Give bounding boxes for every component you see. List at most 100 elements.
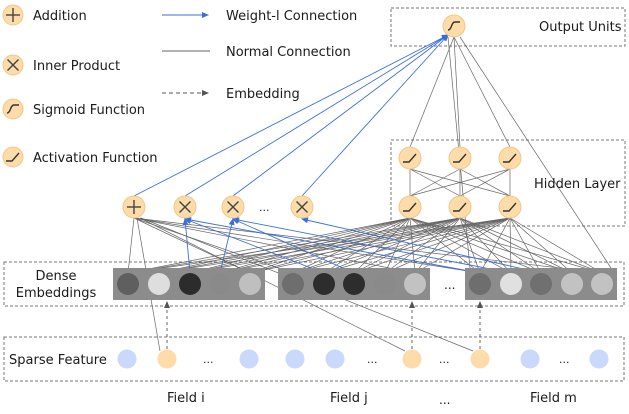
output-node	[442, 14, 466, 38]
sparse-node-active	[470, 349, 490, 369]
dense-to-product-line	[184, 217, 481, 274]
product-to-output-line	[232, 34, 449, 197]
sparse-ellipsis: ...	[439, 353, 450, 366]
legend: Addition Inner Product Sigmoid Function …	[2, 4, 357, 168]
dense-circle	[500, 273, 522, 295]
dense-to-hidden-line	[219, 217, 461, 274]
legend-sigmoid-icon	[2, 98, 24, 120]
hidden-layer-line	[409, 168, 511, 197]
dense-to-product-line	[184, 218, 325, 274]
dense-circle	[343, 273, 365, 295]
sparse-node-inactive	[117, 349, 137, 369]
legend-addition-label: Addition	[33, 9, 87, 24]
legend-addition-icon	[2, 4, 24, 26]
dense-to-hidden-line	[353, 217, 411, 274]
connection-lines	[127, 34, 612, 352]
sparse-feature-panel	[3, 336, 625, 382]
sparse-node-inactive	[589, 349, 609, 369]
dense-to-hidden-line	[409, 217, 481, 274]
dense-circle	[313, 273, 335, 295]
dense-to-hidden-line	[459, 217, 542, 274]
sparse-to-addition-line	[139, 217, 406, 352]
sparse-node-inactive	[285, 349, 305, 369]
hidden-node	[498, 146, 522, 170]
legend-embedding-label: Embedding	[226, 87, 300, 102]
sparse-node-inactive	[325, 349, 345, 369]
sparse-ellipsis: ...	[559, 353, 570, 366]
dense-to-addition-line	[133, 217, 294, 274]
legend-inner-product-label: Inner Product	[33, 59, 120, 74]
dense-to-addition-line	[133, 217, 481, 274]
hidden-node	[498, 195, 522, 219]
output-units-panel	[390, 7, 626, 47]
dense-to-hidden-line	[459, 217, 481, 274]
field-m-label: Field m	[530, 391, 577, 406]
dense-to-hidden-line	[219, 217, 511, 274]
dense-to-hidden-line	[158, 217, 511, 274]
sparse-ellipsis: ...	[367, 353, 378, 366]
dense-to-hidden-line	[189, 217, 511, 274]
dense-to-hidden-line	[249, 217, 511, 274]
legend-sigmoid-label: Sigmoid Function	[33, 103, 145, 118]
legend-activation-label: Activation Function	[33, 151, 158, 166]
dense-circle	[591, 273, 613, 295]
dense-circle	[374, 273, 396, 295]
dense-to-hidden-line	[409, 217, 512, 274]
sparse-node-active	[157, 349, 177, 369]
dense-to-product-line	[219, 218, 235, 274]
legend-activation-icon	[2, 146, 24, 168]
hidden-to-output-line	[409, 36, 455, 148]
inner-product-node	[221, 195, 245, 219]
dense-circle	[117, 273, 139, 295]
dense-to-addition-line	[133, 217, 416, 274]
hidden-layer-line	[409, 168, 461, 197]
dense-circle	[209, 273, 231, 295]
hidden-to-output-line	[453, 36, 511, 148]
hidden-layer-nodes	[398, 146, 522, 219]
dense-circle	[282, 273, 304, 295]
dense-circle	[404, 273, 426, 295]
dense-to-hidden-line	[249, 217, 461, 274]
product-to-output-line	[133, 34, 449, 197]
dense-to-hidden-line	[292, 217, 411, 274]
dense-ellipsis: ...	[444, 278, 455, 292]
dense-group-1	[113, 268, 265, 300]
dense-to-hidden-line	[127, 217, 511, 274]
legend-normal-label: Normal Connection	[226, 45, 351, 60]
product-to-output-line	[301, 34, 449, 197]
dense-to-hidden-line	[127, 217, 461, 274]
dense-label-line1: Dense	[35, 269, 76, 284]
dense-to-addition-line	[127, 217, 135, 274]
dense-circle	[469, 273, 491, 295]
inner-product-node	[290, 195, 314, 219]
dense-to-hidden-line	[219, 217, 411, 274]
dense-to-hidden-line	[189, 217, 461, 274]
dense-to-product-line	[301, 217, 542, 274]
hidden-layer-label: Hidden Layer	[534, 177, 621, 192]
sparse-row: ... ... ... ...	[117, 349, 609, 369]
dense-circle	[561, 273, 583, 295]
dense-to-hidden-line	[189, 217, 411, 274]
hidden-layer-panel	[390, 139, 626, 227]
sparse-node-inactive	[239, 349, 259, 369]
field-i-label: Field i	[167, 391, 205, 406]
dense-to-hidden-line	[409, 217, 573, 274]
product-to-output-line	[184, 34, 449, 197]
dense-to-hidden-line	[409, 217, 416, 274]
dense-group-2	[278, 268, 430, 300]
product-ellipsis: ...	[259, 201, 270, 214]
hidden-node	[448, 146, 472, 170]
dense-to-hidden-line	[479, 217, 511, 274]
dense-to-hidden-line	[384, 217, 411, 274]
dense-to-hidden-line	[158, 217, 461, 274]
dense-circle	[148, 273, 170, 295]
legend-weight-label: Weight-l Connection	[226, 9, 357, 24]
dense-to-hidden-line	[459, 217, 573, 274]
dense-to-product-line	[182, 218, 191, 274]
dense-to-product-line	[232, 218, 355, 274]
dense-circle	[239, 273, 261, 295]
dense-to-hidden-line	[509, 217, 573, 274]
dense-to-hidden-line	[384, 217, 511, 274]
dense-to-hidden-line	[409, 217, 542, 274]
